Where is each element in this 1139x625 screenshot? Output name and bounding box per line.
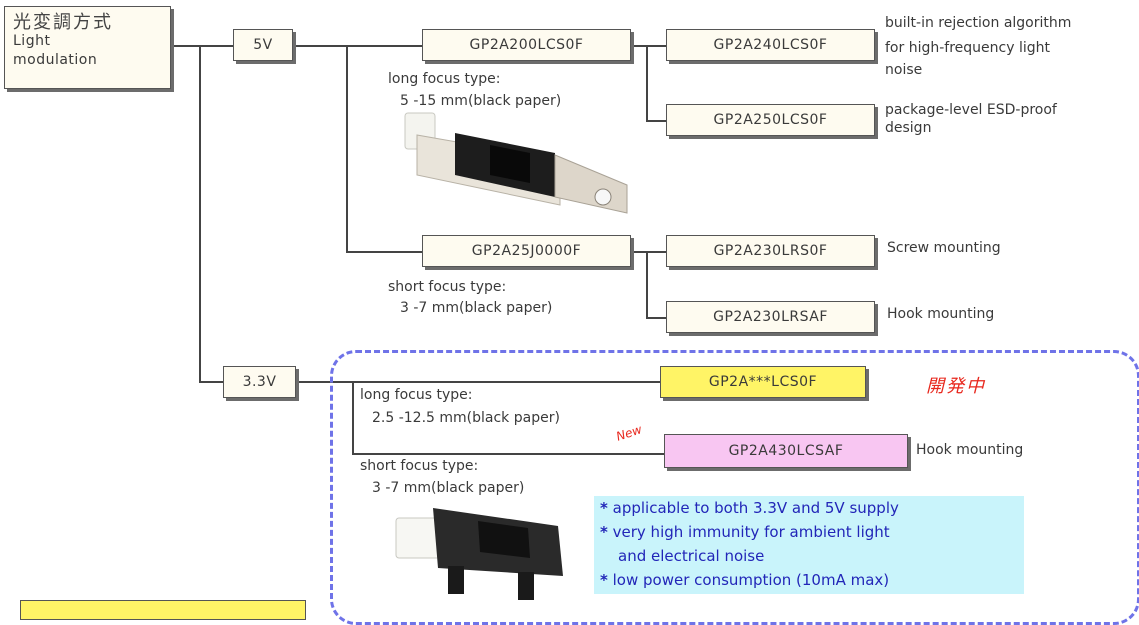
status-in-development: 開発中	[926, 376, 986, 397]
focus-note-line2: 3 -7 mm(black paper)	[372, 480, 525, 496]
product-node-gp2a25j0000f: GP2A25J0000F	[422, 235, 631, 267]
connector	[631, 251, 666, 253]
product-node-gp2a230lrsaf: GP2A230LRSAF	[666, 301, 875, 333]
feature-item: * applicable to both 3.3V and 5V supply	[600, 496, 1018, 520]
feature-desc-line2: for high-frequency light	[885, 40, 1050, 56]
focus-note-line1: short focus type:	[360, 458, 479, 474]
mounting-desc: Hook mounting	[916, 442, 1024, 458]
product-label: GP2A250LCS0F	[713, 112, 828, 128]
sensor-long-focus-photo	[404, 112, 628, 214]
focus-note-line1: short focus type:	[388, 279, 507, 295]
voltage-label-3v3: 3.3V	[242, 374, 277, 390]
bullet-icon: *	[600, 571, 608, 589]
root-title-en-line1: Light	[13, 33, 51, 49]
feature-item: * low power consumption (10mA max)	[600, 568, 1018, 592]
connector	[646, 251, 648, 319]
feature-desc-line2: design	[885, 120, 932, 136]
feature-text: low power consumption (10mA max)	[612, 571, 890, 589]
connector	[646, 120, 666, 122]
product-label: GP2A25J0000F	[471, 243, 582, 259]
features-panel: * applicable to both 3.3V and 5V supply …	[594, 496, 1024, 594]
product-label: GP2A230LRS0F	[713, 243, 828, 259]
bullet-icon: *	[600, 523, 608, 541]
root-node-light-modulation: 光変調方式 Light modulation	[4, 6, 171, 89]
connector	[296, 381, 660, 383]
product-node-gp2a200lcs0f: GP2A200LCS0F	[422, 29, 631, 61]
feature-text: applicable to both 3.3V and 5V supply	[612, 499, 899, 517]
product-node-gp2a230lrs0f: GP2A230LRS0F	[666, 235, 875, 267]
product-label: GP2A430LCSAF	[728, 443, 844, 459]
connector	[346, 45, 348, 252]
connector	[199, 45, 201, 383]
connector	[646, 317, 666, 319]
focus-note-line2: 5 -15 mm(black paper)	[400, 93, 562, 109]
connector	[646, 45, 648, 122]
mounting-desc: Screw mounting	[887, 240, 1001, 256]
product-label: GP2A240LCS0F	[713, 37, 828, 53]
product-node-gp2a-lcs0f: GP2A***LCS0F	[660, 366, 866, 398]
feature-text: very high immunity for ambient light	[612, 523, 890, 541]
product-node-gp2a240lcs0f: GP2A240LCS0F	[666, 29, 875, 61]
feature-desc-line1: built-in rejection algorithm	[885, 15, 1072, 31]
feature-text: and electrical noise	[618, 547, 765, 565]
feature-item: and electrical noise	[600, 544, 1018, 568]
root-title-zh: 光変調方式	[13, 12, 113, 33]
focus-note-line2: 2.5 -12.5 mm(black paper)	[372, 410, 560, 426]
connector	[631, 45, 666, 47]
root-title-en-line2: modulation	[13, 52, 98, 68]
focus-note-line1: long focus type:	[388, 71, 501, 87]
product-node-gp2a430lcsaf: GP2A430LCSAF	[664, 434, 908, 468]
bullet-icon: *	[600, 499, 608, 517]
connector	[293, 45, 422, 47]
feature-desc-line3: noise	[885, 62, 923, 78]
focus-note-line1: long focus type:	[360, 387, 473, 403]
mounting-desc: Hook mounting	[887, 306, 995, 322]
connector	[346, 251, 422, 253]
voltage-label-5v: 5V	[253, 37, 273, 53]
product-node-gp2a250lcs0f: GP2A250LCS0F	[666, 104, 875, 136]
voltage-node-5v: 5V	[233, 29, 293, 61]
feature-item: * very high immunity for ambient light	[600, 520, 1018, 544]
sensor-short-focus-photo	[395, 508, 563, 600]
focus-note-line2: 3 -7 mm(black paper)	[400, 300, 553, 316]
connector	[352, 453, 664, 455]
product-label: GP2A200LCS0F	[469, 37, 584, 53]
product-label: GP2A230LRSAF	[713, 309, 828, 325]
connector	[352, 381, 354, 455]
voltage-node-3v3: 3.3V	[223, 366, 296, 398]
partial-node-bottom	[20, 600, 306, 620]
connector	[199, 381, 223, 383]
product-label: GP2A***LCS0F	[708, 374, 818, 390]
connector	[171, 45, 233, 47]
feature-desc-line1: package-level ESD-proof	[885, 102, 1057, 118]
